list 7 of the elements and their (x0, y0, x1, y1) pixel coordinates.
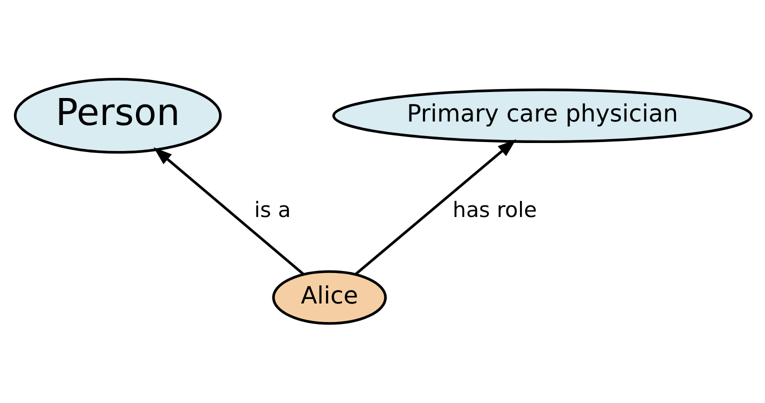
node-ellipse: Alice (272, 270, 386, 325)
node-ellipse: Person (13, 78, 222, 154)
edge-label: is a (254, 196, 290, 222)
edge-label: has role (452, 196, 536, 222)
arrow (354, 139, 516, 276)
arrow (153, 147, 304, 276)
node-ellipse: Primary care physician (332, 88, 752, 144)
